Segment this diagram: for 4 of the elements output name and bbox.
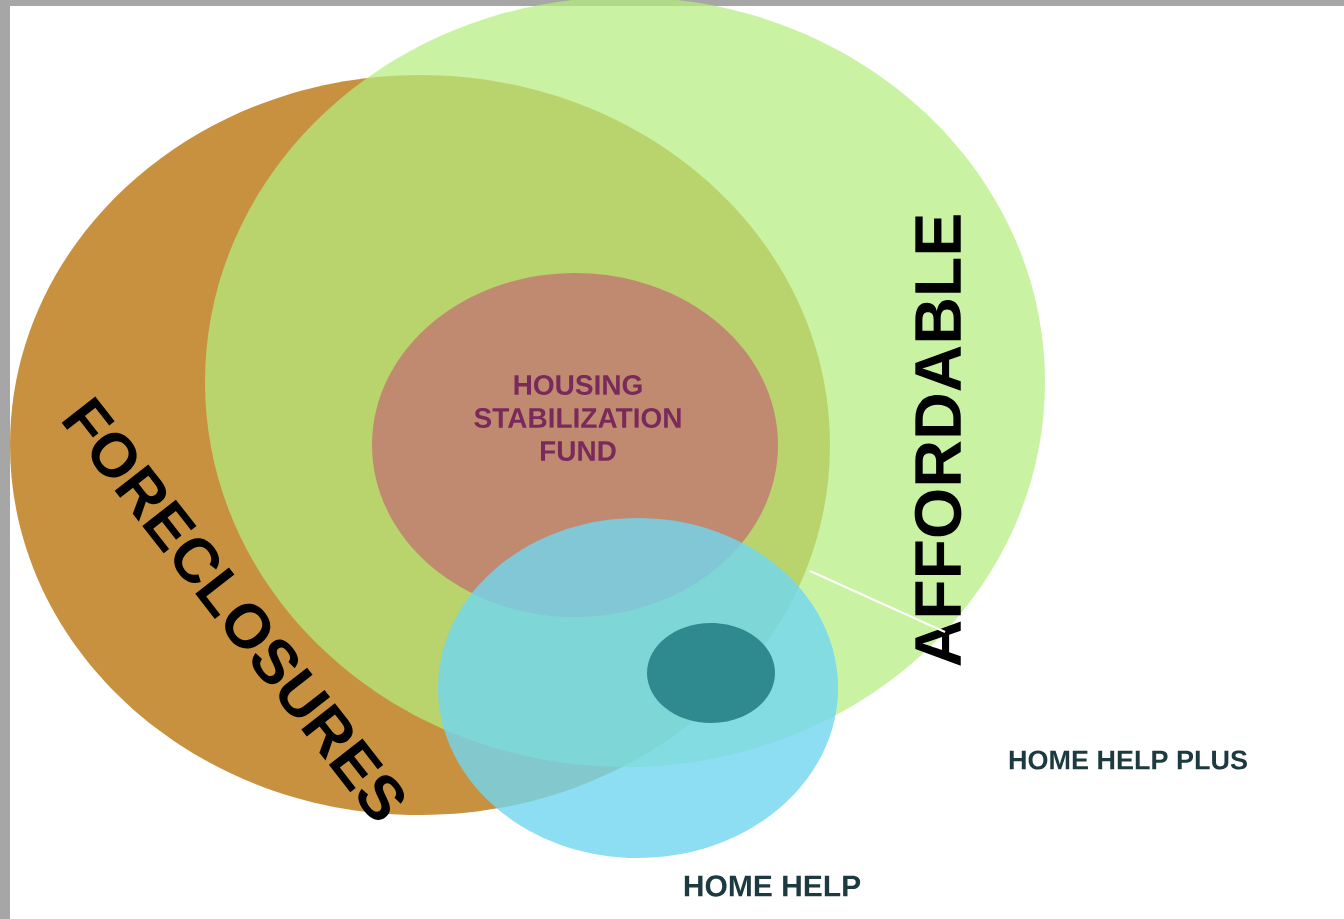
circle-caption: HOME HELP PLUS bbox=[1009, 750, 1247, 770]
venn-circle bbox=[647, 623, 775, 723]
circle-caption: HOME HELP bbox=[684, 875, 861, 897]
venn-circle bbox=[438, 518, 838, 858]
